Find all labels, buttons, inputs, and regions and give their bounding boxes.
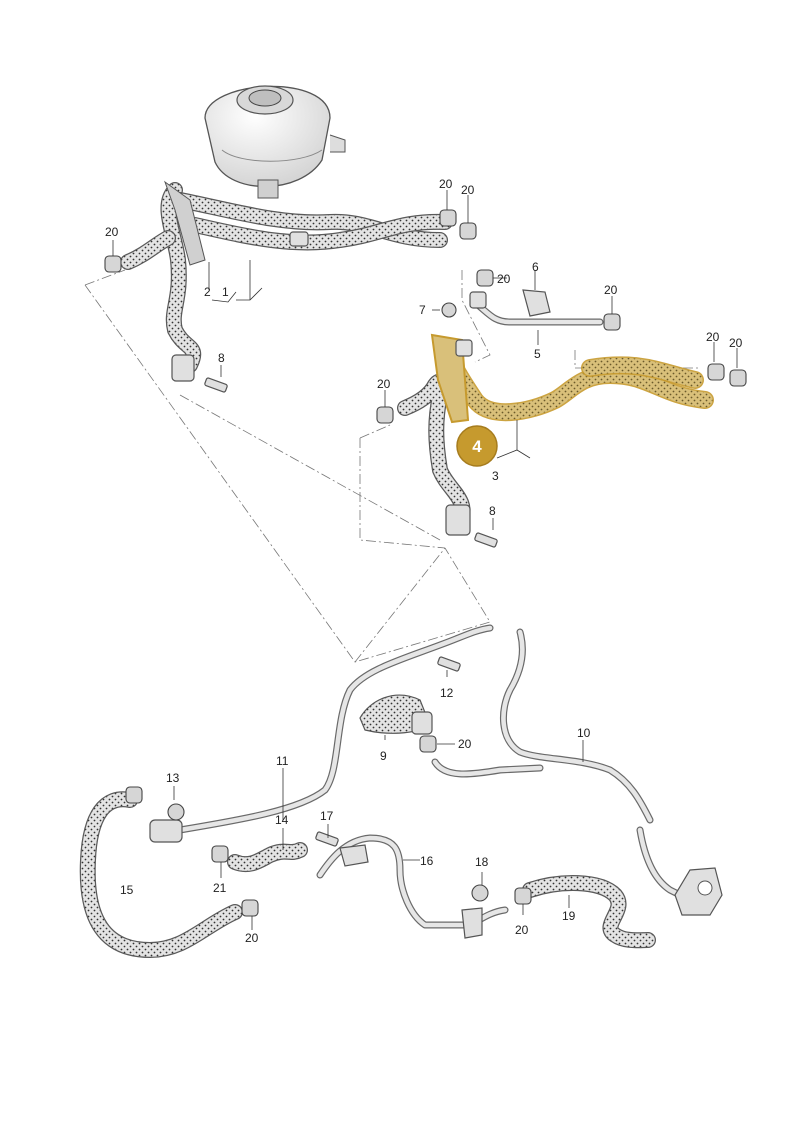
- callout-1: 1: [222, 285, 229, 299]
- callout-4-label: 4: [472, 437, 482, 456]
- callout-20: 20: [377, 377, 391, 391]
- callout-17: 17: [320, 809, 334, 823]
- callout-20: 20: [729, 336, 743, 350]
- callout-20: 20: [105, 225, 119, 239]
- pipe-16: [316, 834, 509, 939]
- highlighted-part-4: [430, 333, 714, 424]
- hose-19: [522, 875, 656, 949]
- callout-19: 19: [562, 909, 576, 923]
- callout-10: 10: [577, 726, 591, 740]
- callout-9: 9: [380, 749, 387, 763]
- bracket-9: [359, 694, 433, 735]
- callout-20: 20: [604, 283, 618, 297]
- callout-20: 20: [706, 330, 720, 344]
- callout-7: 7: [419, 303, 426, 317]
- callout-21: 21: [213, 881, 227, 895]
- pipe-11: [149, 624, 494, 843]
- callout-16: 16: [420, 854, 434, 868]
- callout-20: 20: [497, 272, 511, 286]
- callout-20: 20: [461, 183, 475, 197]
- reference-lines: [84, 269, 700, 663]
- callout-2: 2: [204, 285, 211, 299]
- callout-14: 14: [275, 813, 289, 827]
- hose-14: [227, 842, 308, 873]
- callout-4: 4: [456, 425, 498, 467]
- hose-15: [79, 791, 243, 958]
- callout-12: 12: [440, 686, 454, 700]
- callout-20: 20: [439, 177, 453, 191]
- leader-lines: [112, 190, 738, 930]
- callout-20: 20: [245, 931, 259, 945]
- callout-8: 8: [489, 504, 496, 518]
- callout-20: 20: [458, 737, 472, 751]
- callout-8: 8: [218, 351, 225, 365]
- callout-3: 3: [492, 469, 499, 483]
- hose-3: [397, 373, 471, 536]
- bolts: [204, 377, 498, 847]
- callout-5: 5: [534, 347, 541, 361]
- callout-18: 18: [475, 855, 489, 869]
- hose-assembly-1: [120, 180, 453, 382]
- callout-15: 15: [120, 883, 134, 897]
- expansion-tank: [204, 85, 346, 199]
- callout-20: 20: [515, 923, 529, 937]
- callout-labels: 20 20 20 20 20 20 20 20 20 20 20 1 2 3 5…: [105, 177, 743, 945]
- callout-11: 11: [276, 754, 289, 768]
- callout-13: 13: [166, 771, 180, 785]
- hose-5: [469, 289, 604, 326]
- callout-6: 6: [532, 260, 539, 274]
- pipe-10: [431, 628, 723, 916]
